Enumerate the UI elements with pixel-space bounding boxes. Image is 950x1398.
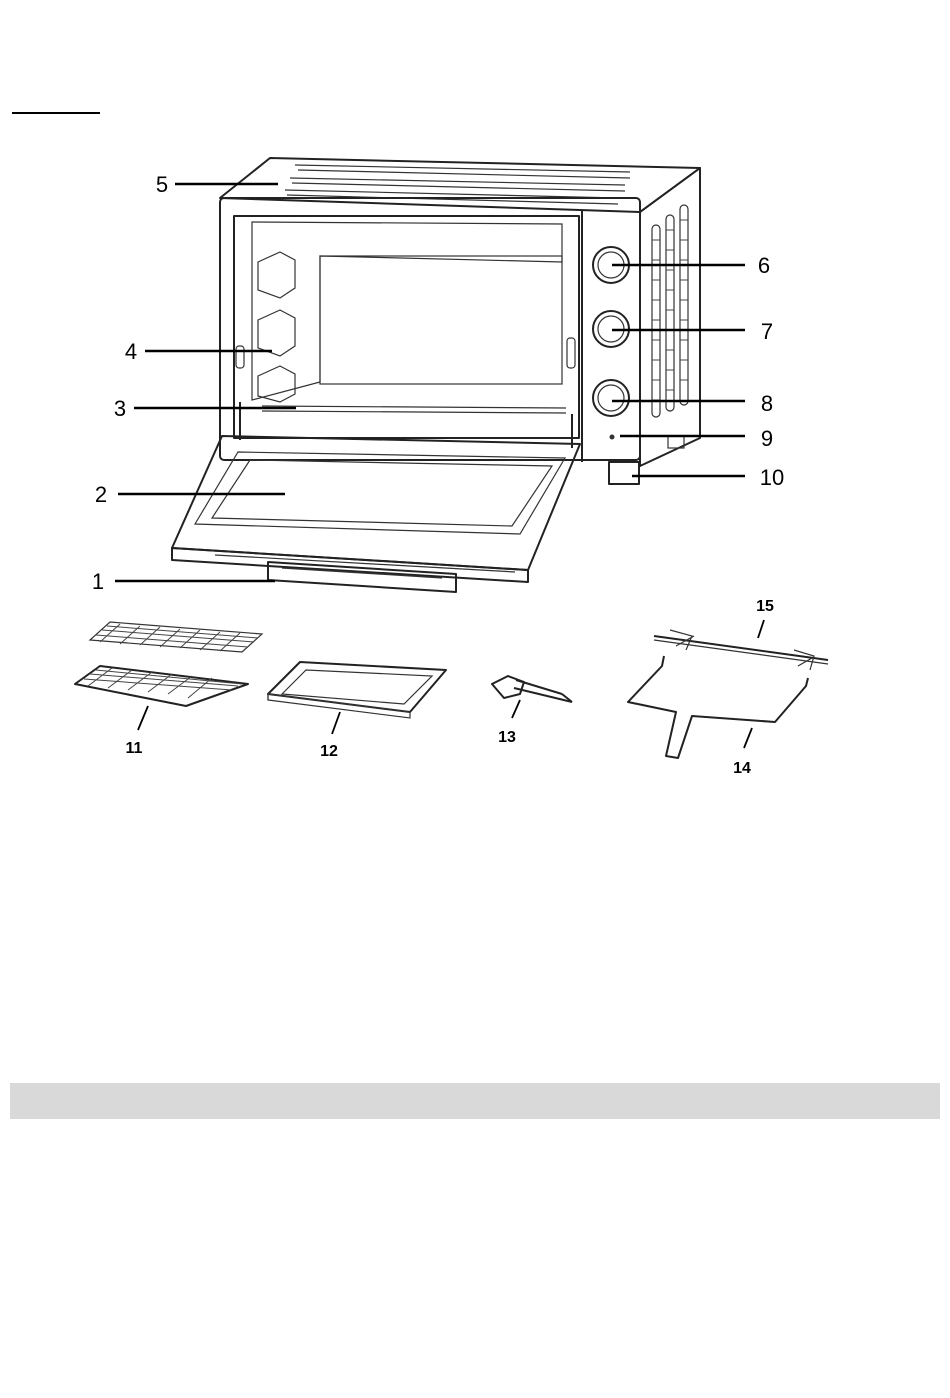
leader-14 [744, 728, 752, 748]
indicator-light [610, 435, 615, 440]
baking-tray [268, 662, 446, 718]
rotisserie-support [628, 656, 808, 758]
accessory-labels: 11 12 13 14 15 [126, 598, 774, 777]
callout-label-13: 13 [498, 729, 516, 746]
shelf-supports [236, 252, 575, 402]
side-vents [652, 205, 688, 417]
callout-label-15: 15 [756, 598, 774, 615]
leader-11 [138, 706, 148, 730]
oven-door [172, 436, 580, 570]
callout-label-9: 9 [761, 426, 773, 451]
callout-label-5: 5 [156, 172, 168, 197]
callout-label-8: 8 [761, 391, 773, 416]
leader-15 [758, 620, 764, 638]
callout-label-4: 4 [125, 339, 137, 364]
rotisserie-spit [654, 630, 828, 670]
callout-label-3: 3 [114, 396, 126, 421]
callout-label-12: 12 [320, 743, 338, 760]
callout-leaders [115, 184, 745, 581]
callout-label-7: 7 [761, 319, 773, 344]
callout-label-11: 11 [126, 740, 143, 757]
callout-label-14: 14 [733, 760, 751, 777]
callout-label-10: 10 [760, 465, 784, 490]
section-heading-band [10, 1083, 940, 1119]
wire-rack [75, 622, 262, 706]
oven-foot [609, 462, 639, 484]
oven-cavity [234, 216, 579, 438]
callout-label-1: 1 [92, 569, 104, 594]
cavity-back [252, 222, 562, 400]
oven-top [220, 158, 700, 212]
leader-13 [512, 700, 520, 718]
callout-label-6: 6 [758, 253, 770, 278]
rotisserie-handle [492, 676, 572, 702]
callout-label-2: 2 [95, 482, 107, 507]
cavity-back-wall [320, 256, 562, 384]
heating-element [262, 406, 566, 408]
knobs [593, 247, 629, 440]
accessories [75, 622, 828, 758]
oven-illustration [172, 158, 700, 592]
oven-side [640, 168, 700, 466]
oven-front-frame [220, 198, 640, 460]
leader-12 [332, 712, 340, 734]
